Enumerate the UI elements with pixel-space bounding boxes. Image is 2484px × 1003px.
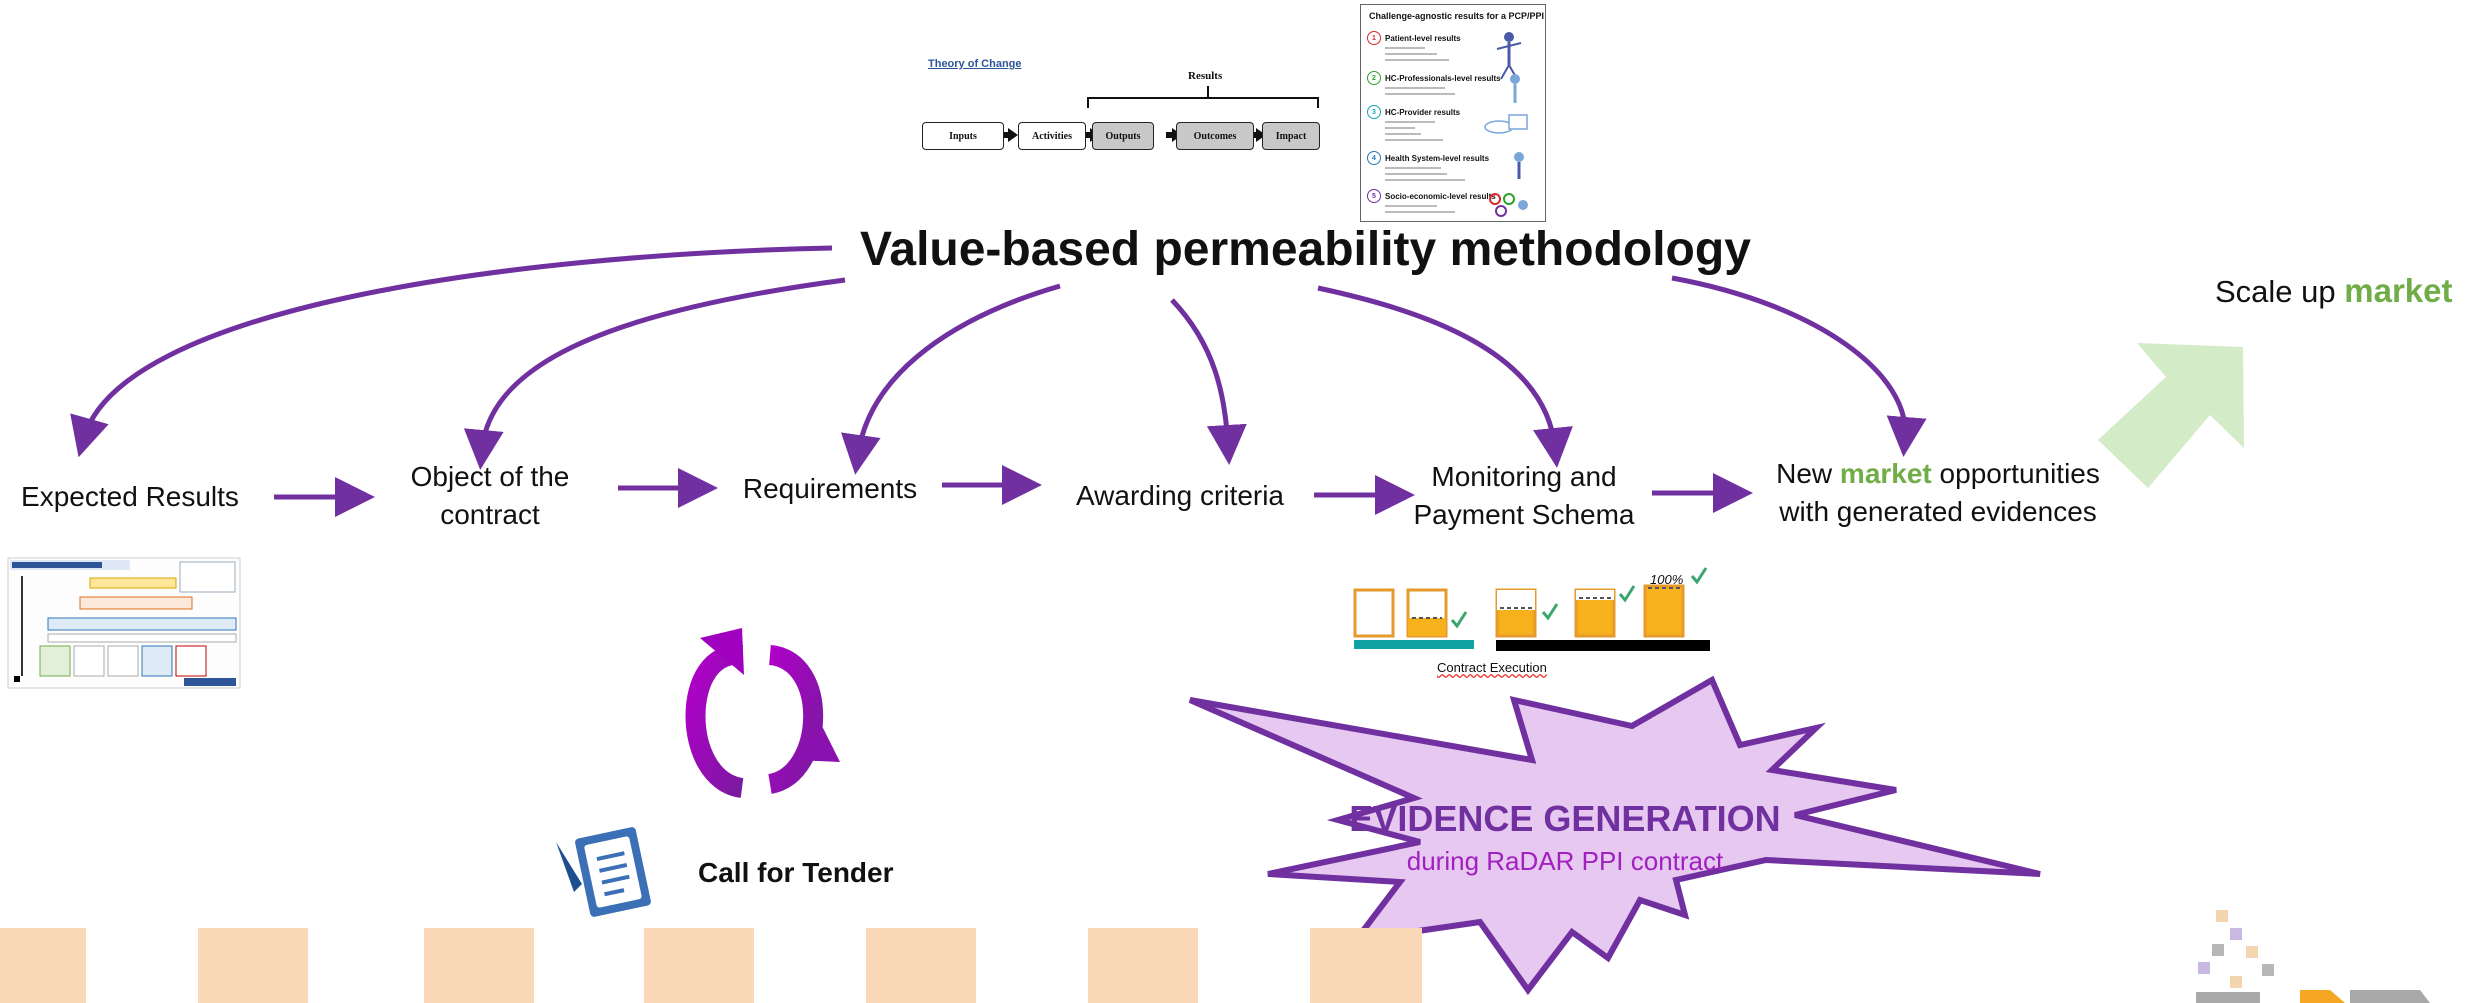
radar-toc-thumbnail: [7, 557, 241, 689]
contract-execution-label: Contract Execution: [1437, 660, 1547, 675]
checkmark-icon: [1450, 567, 1708, 629]
toc-box-activities: Activities: [1018, 122, 1086, 150]
toc-box-outcomes: Outcomes: [1176, 122, 1254, 150]
challenge-item: 1 Patient-level results: [1367, 31, 1461, 45]
step-requirements: Requirements: [742, 473, 918, 504]
tender-document-icon: [556, 827, 651, 917]
footer-stripe: [866, 928, 976, 1003]
step-monitoring-payment: Monitoring and Payment Schema: [1413, 461, 1635, 530]
step-awarding-criteria: Awarding criteria: [1075, 480, 1285, 511]
curved-arrows: [70, 245, 1927, 475]
toc-box-outputs: Outputs: [1092, 122, 1154, 150]
challenge-card-heading: Challenge-agnostic results for a PCP/PPI: [1369, 11, 1545, 21]
cycle-arrows-icon: [685, 628, 840, 798]
step-expected-results: Expected Results: [21, 481, 239, 512]
footer-stripe: [1310, 928, 1422, 1003]
footer-stripe: [424, 928, 534, 1003]
step-object-of-contract: Object of the contract: [410, 461, 570, 530]
evidence-generation-subtitle: during RaDAR PPI contract: [1406, 846, 1724, 876]
scale-up-label: Scale up market: [2215, 272, 2453, 309]
completion-percent: 100%: [1650, 572, 1684, 587]
challenge-item: 4 Health System-level results: [1367, 151, 1489, 165]
toc-title: Theory of Change: [928, 58, 1022, 70]
scale-up-arrow-icon: [2098, 343, 2244, 488]
call-for-tender-label: Call for Tender: [698, 857, 894, 888]
toc-box-impact: Impact: [1262, 122, 1320, 150]
flow-arrows: [274, 465, 1753, 517]
step-new-market-opportunities: New market opportunities with generated …: [1776, 458, 2100, 527]
challenge-item: 2 HC-Professionals-level results: [1367, 71, 1501, 85]
stakeholder-figures-icon: [1484, 32, 1528, 217]
footer-stripe: [1088, 928, 1198, 1003]
radar-logo: [2196, 910, 2430, 1003]
contract-execution-chart: [1353, 584, 1710, 651]
footer-stripe: [198, 928, 308, 1003]
challenge-item: 3 HC-Provider results: [1367, 105, 1460, 119]
challenge-item: 5 Socio-economic-level results: [1367, 189, 1496, 203]
toc-results-label: Results: [1188, 70, 1223, 82]
challenge-results-card: Challenge-agnostic results for a PCP/PPI…: [1360, 4, 1546, 222]
footer-stripe: [0, 928, 86, 1003]
evidence-burst: [1188, 675, 2041, 996]
page-title: Value-based permeability methodology: [860, 223, 1751, 276]
evidence-generation-title: EVIDENCE GENERATION: [1349, 798, 1781, 839]
footer-stripe: [644, 928, 754, 1003]
toc-box-inputs: Inputs: [922, 122, 1004, 150]
